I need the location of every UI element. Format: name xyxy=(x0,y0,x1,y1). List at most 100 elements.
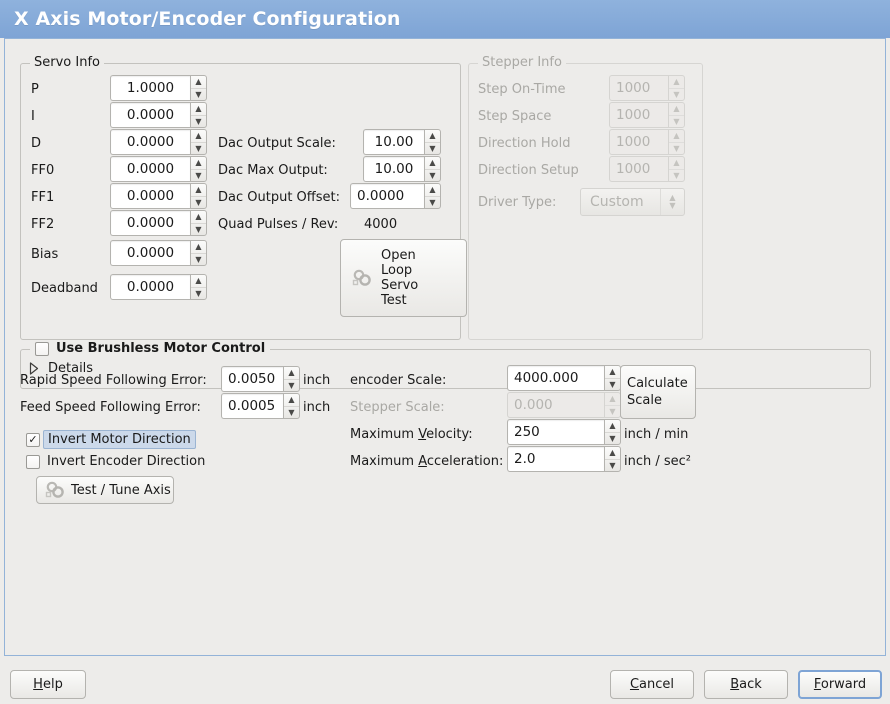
feed-following-error-value[interactable]: 0.0005 xyxy=(221,393,283,419)
calculate-scale-button[interactable]: Calculate Scale xyxy=(620,365,696,419)
servo-i-stepper[interactable]: ▲ ▼ xyxy=(190,102,207,128)
servo-ff2-spinner[interactable]: 0.0000 ▲ ▼ xyxy=(110,210,207,236)
chevron-up-icon[interactable]: ▲ xyxy=(195,158,202,167)
dac-output-offset-value[interactable]: 0.0000 xyxy=(350,183,424,209)
servo-ff1-spinner[interactable]: 0.0000 ▲ ▼ xyxy=(110,183,207,209)
cancel-button[interactable]: Cancel xyxy=(610,670,694,699)
chevron-right-icon[interactable] xyxy=(29,362,39,375)
chevron-down-icon[interactable]: ▼ xyxy=(191,287,206,299)
servo-ff0-stepper[interactable]: ▲ ▼ xyxy=(190,156,207,182)
open-loop-servo-test-button[interactable]: Open Loop Servo Test xyxy=(340,239,467,317)
dac-output-scale-value[interactable]: 10.00 xyxy=(363,129,424,155)
chevron-down-icon[interactable]: ▼ xyxy=(605,378,620,390)
forward-button[interactable]: Forward xyxy=(798,670,882,699)
test-tune-axis-button[interactable]: Test / Tune Axis xyxy=(36,476,174,504)
chevron-up-icon[interactable]: ▲ xyxy=(288,368,295,377)
encoder-scale-value[interactable]: 4000.000 xyxy=(507,365,604,391)
chevron-up-icon[interactable]: ▲ xyxy=(195,242,202,251)
dac-output-scale-stepper[interactable]: ▲ ▼ xyxy=(424,129,441,155)
servo-p-spinner[interactable]: 1.0000 ▲ ▼ xyxy=(110,75,207,101)
maximum-acceleration-value[interactable]: 2.0 xyxy=(507,446,604,472)
chevron-down-icon[interactable]: ▼ xyxy=(191,169,206,181)
details-expander[interactable]: Details xyxy=(29,361,93,376)
encoder-scale-spinner[interactable]: 4000.000 ▲ ▼ xyxy=(507,365,621,391)
chevron-down-icon[interactable]: ▼ xyxy=(191,142,206,154)
maximum-velocity-spinner[interactable]: 250 ▲ ▼ xyxy=(507,419,621,445)
cancel-label-rest: ancel xyxy=(639,677,675,692)
feed-following-error-spinner[interactable]: 0.0005 ▲ ▼ xyxy=(221,393,300,419)
chevron-up-icon[interactable]: ▲ xyxy=(195,131,202,140)
chevron-down-icon[interactable]: ▼ xyxy=(191,223,206,235)
chevron-up-icon[interactable]: ▲ xyxy=(609,367,616,376)
chevron-up-icon[interactable]: ▲ xyxy=(429,131,436,140)
chevron-up-icon[interactable]: ▲ xyxy=(429,158,436,167)
chevron-up-icon[interactable]: ▲ xyxy=(288,395,295,404)
chevron-up-icon[interactable]: ▲ xyxy=(609,421,616,430)
dac-output-offset-spinner[interactable]: 0.0000 ▲ ▼ xyxy=(350,183,441,209)
back-label-rest: ack xyxy=(739,677,762,692)
servo-i-spinner[interactable]: 0.0000 ▲ ▼ xyxy=(110,102,207,128)
chevron-down-icon[interactable]: ▼ xyxy=(605,432,620,444)
servo-ff0-spinner[interactable]: 0.0000 ▲ ▼ xyxy=(110,156,207,182)
chevron-down-icon[interactable]: ▼ xyxy=(425,142,440,154)
maximum-velocity-stepper[interactable]: ▲ ▼ xyxy=(604,419,621,445)
chevron-down-icon[interactable]: ▼ xyxy=(191,88,206,100)
servo-p-stepper[interactable]: ▲ ▼ xyxy=(190,75,207,101)
servo-p-value[interactable]: 1.0000 xyxy=(110,75,190,101)
chevron-up-icon[interactable]: ▲ xyxy=(195,276,202,285)
rapid-following-error-stepper[interactable]: ▲ ▼ xyxy=(283,366,300,392)
servo-bias-value[interactable]: 0.0000 xyxy=(110,240,190,266)
servo-i-value[interactable]: 0.0000 xyxy=(110,102,190,128)
help-label-rest: elp xyxy=(42,677,63,692)
feed-following-error-stepper[interactable]: ▲ ▼ xyxy=(283,393,300,419)
maximum-velocity-value[interactable]: 250 xyxy=(507,419,604,445)
use-brushless-motor-control-checkbox[interactable] xyxy=(35,342,49,356)
servo-deadband-stepper[interactable]: ▲ ▼ xyxy=(190,274,207,300)
rapid-following-error-value[interactable]: 0.0050 xyxy=(221,366,283,392)
chevron-up-icon[interactable]: ▲ xyxy=(195,77,202,86)
dac-output-offset-stepper[interactable]: ▲ ▼ xyxy=(424,183,441,209)
servo-bias-stepper[interactable]: ▲ ▼ xyxy=(190,240,207,266)
servo-d-value[interactable]: 0.0000 xyxy=(110,129,190,155)
chevron-down-icon[interactable]: ▼ xyxy=(284,379,299,391)
dac-max-output-value[interactable]: 10.00 xyxy=(363,156,424,182)
dac-max-output-stepper[interactable]: ▲ ▼ xyxy=(424,156,441,182)
invert-motor-direction-checkbox[interactable]: ✓ xyxy=(26,432,40,447)
stepper-scale-value: 0.000 xyxy=(507,392,604,418)
open-loop-line-1: Open xyxy=(381,248,416,263)
invert-motor-direction-row[interactable]: ✓ Invert Motor Direction xyxy=(26,430,196,449)
back-button[interactable]: Back xyxy=(704,670,788,699)
chevron-down-icon[interactable]: ▼ xyxy=(284,406,299,418)
chevron-up-icon[interactable]: ▲ xyxy=(195,104,202,113)
servo-d-spinner[interactable]: 0.0000 ▲ ▼ xyxy=(110,129,207,155)
maximum-acceleration-stepper[interactable]: ▲ ▼ xyxy=(604,446,621,472)
servo-deadband-spinner[interactable]: 0.0000 ▲ ▼ xyxy=(110,274,207,300)
servo-ff1-stepper[interactable]: ▲ ▼ xyxy=(190,183,207,209)
servo-ff0-value[interactable]: 0.0000 xyxy=(110,156,190,182)
maximum-velocity-label-post: elocity: xyxy=(426,427,473,442)
servo-ff2-stepper[interactable]: ▲ ▼ xyxy=(190,210,207,236)
servo-bias-spinner[interactable]: 0.0000 ▲ ▼ xyxy=(110,240,207,266)
servo-d-stepper[interactable]: ▲ ▼ xyxy=(190,129,207,155)
servo-deadband-value[interactable]: 0.0000 xyxy=(110,274,190,300)
chevron-down-icon[interactable]: ▼ xyxy=(425,196,440,208)
encoder-scale-stepper[interactable]: ▲ ▼ xyxy=(604,365,621,391)
chevron-down-icon[interactable]: ▼ xyxy=(605,459,620,471)
chevron-up-icon[interactable]: ▲ xyxy=(195,212,202,221)
maximum-acceleration-spinner[interactable]: 2.0 ▲ ▼ xyxy=(507,446,621,472)
dac-output-scale-spinner[interactable]: 10.00 ▲ ▼ xyxy=(363,129,441,155)
chevron-down-icon[interactable]: ▼ xyxy=(191,196,206,208)
chevron-down-icon[interactable]: ▼ xyxy=(425,169,440,181)
servo-ff2-value[interactable]: 0.0000 xyxy=(110,210,190,236)
rapid-following-error-spinner[interactable]: 0.0050 ▲ ▼ xyxy=(221,366,300,392)
invert-encoder-direction-checkbox[interactable] xyxy=(26,454,40,469)
chevron-up-icon[interactable]: ▲ xyxy=(609,448,616,457)
chevron-down-icon[interactable]: ▼ xyxy=(191,115,206,127)
chevron-down-icon[interactable]: ▼ xyxy=(191,253,206,265)
servo-ff1-value[interactable]: 0.0000 xyxy=(110,183,190,209)
invert-encoder-direction-row[interactable]: Invert Encoder Direction xyxy=(26,454,205,469)
dac-max-output-spinner[interactable]: 10.00 ▲ ▼ xyxy=(363,156,441,182)
help-button[interactable]: Help xyxy=(10,670,86,699)
chevron-up-icon[interactable]: ▲ xyxy=(429,185,436,194)
chevron-up-icon[interactable]: ▲ xyxy=(195,185,202,194)
